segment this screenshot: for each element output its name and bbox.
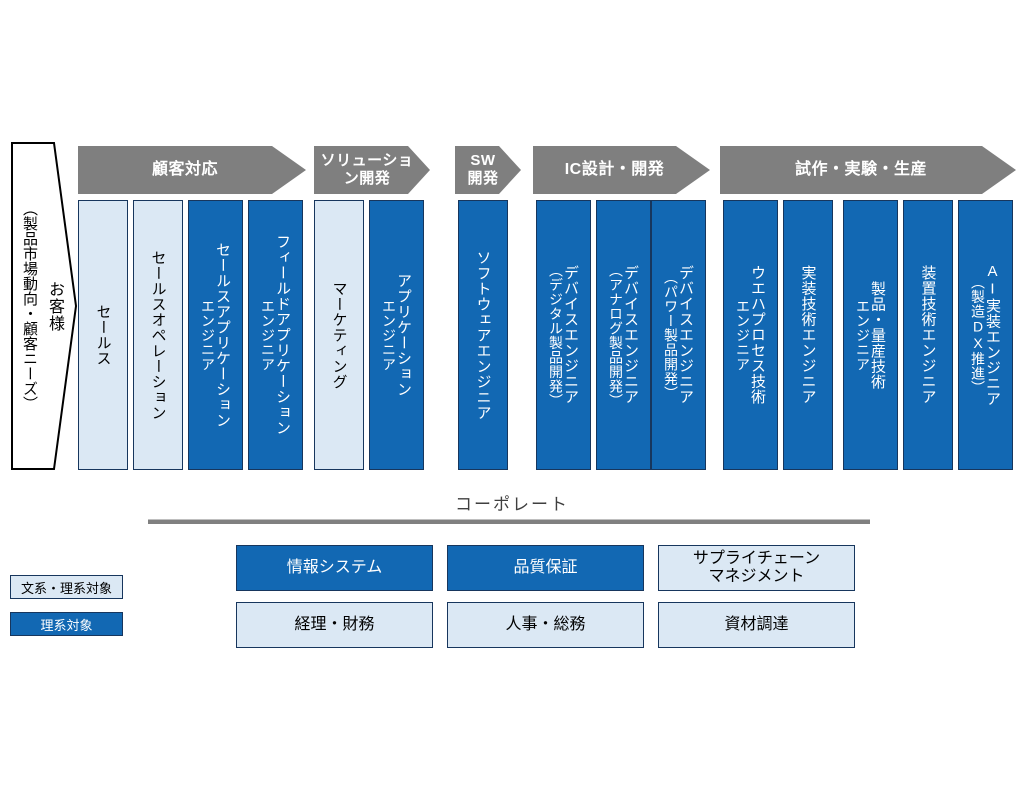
role-column[interactable]: アプリケーションエンジニア — [369, 200, 424, 470]
role-column-text: フィールドアプリケーションエンジニア — [249, 201, 302, 469]
corporate-box[interactable]: 人事・総務 — [447, 602, 644, 648]
role-column-text: デバイスエンジニア（アナログ製品開発） — [597, 201, 650, 469]
role-column-text: デバイスエンジニア（パワー製品開発） — [652, 201, 705, 469]
role-label-line: セールスオペレーション — [149, 249, 167, 421]
role-column[interactable]: 製品・量産技術エンジニア — [843, 200, 898, 470]
role-label-line: エンジニア — [381, 298, 397, 372]
role-label-line: （デジタル製品開発） — [548, 262, 564, 408]
phase-arrow-prototype-experiment-production: 試作・実験・生産 — [720, 146, 1016, 194]
role-column[interactable]: セールスアプリケーションエンジニア — [188, 200, 243, 470]
phase-label-sw-development: SW 開発 — [467, 152, 499, 187]
role-label-line: エンジニア — [735, 298, 751, 372]
role-label-line: エンジニア — [200, 298, 216, 372]
role-column[interactable]: マーケティング — [314, 200, 364, 470]
role-column-text: ウエハプロセス技術エンジニア — [724, 201, 777, 469]
phase-arrow-solution-development: ソリューショ ン開発 — [314, 146, 430, 194]
role-label-line: 装置技術エンジニア — [919, 265, 937, 405]
role-column-text: 装置技術エンジニア — [904, 201, 952, 469]
corporate-box[interactable]: サプライチェーン マネジメント — [658, 545, 855, 591]
role-column[interactable]: ウエハプロセス技術エンジニア — [723, 200, 778, 470]
phase-label-prototype-experiment-production: 試作・実験・生産 — [794, 160, 927, 178]
phase-label-ic-design-development: IC設計・開発 — [564, 160, 665, 178]
role-column-text: セールス — [79, 201, 127, 469]
corporate-divider — [148, 519, 870, 524]
role-label-line: エンジニア — [855, 298, 871, 372]
role-label-line: セールスアプリケーション — [214, 242, 231, 428]
role-label-line: （パワー製品開発） — [663, 269, 679, 401]
role-label-line: （アナログ製品開発） — [608, 262, 624, 408]
role-label-line: （製造DX推進） — [970, 275, 986, 395]
customer-sub-label: （製品市場動向・顧客ニーズ） — [21, 201, 38, 411]
role-label-line: デバイスエンジニア — [677, 265, 694, 405]
role-column-text: 製品・量産技術エンジニア — [844, 201, 897, 469]
phase-arrow-ic-design-development: IC設計・開発 — [533, 146, 710, 194]
customer-pentagon-shape — [11, 142, 78, 470]
role-column-text: デバイスエンジニア（デジタル製品開発） — [537, 201, 590, 469]
role-label-line: ソフトウェアエンジニア — [474, 249, 492, 421]
corporate-title: コーポレート — [455, 495, 569, 514]
role-label-line: エンジニア — [260, 298, 276, 372]
role-label-line: アプリケーション — [395, 273, 412, 397]
role-column[interactable]: 装置技術エンジニア — [903, 200, 953, 470]
role-column[interactable]: デバイスエンジニア（アナログ製品開発） — [596, 200, 651, 470]
role-column[interactable]: ソフトウェアエンジニア — [458, 200, 508, 470]
phase-label-solution-development: ソリューショ ン開発 — [320, 152, 414, 187]
corporate-box[interactable]: 経理・財務 — [236, 602, 433, 648]
legend-item: 理系対象 — [10, 612, 123, 636]
role-column[interactable]: デバイスエンジニア（パワー製品開発） — [651, 200, 706, 470]
role-column[interactable]: セールス — [78, 200, 128, 470]
legend-item: 文系・理系対象 — [10, 575, 123, 599]
corporate-box[interactable]: 品質保証 — [447, 545, 644, 591]
role-label-line: セールス — [94, 304, 112, 366]
role-column-text: セールスアプリケーションエンジニア — [189, 201, 242, 469]
role-label-line: 製品・量産技術 — [869, 280, 886, 390]
role-column[interactable]: フィールドアプリケーションエンジニア — [248, 200, 303, 470]
phase-arrow-sw-development: SW 開発 — [455, 146, 521, 194]
role-column-text: ソフトウェアエンジニア — [459, 201, 507, 469]
role-label-line: 実装技術エンジニア — [799, 265, 817, 405]
role-label-line: マーケティング — [330, 280, 348, 390]
role-column[interactable]: AI実装エンジニア（製造DX推進） — [958, 200, 1013, 470]
role-label-line: フィールドアプリケーション — [274, 234, 291, 436]
role-column-text: マーケティング — [315, 201, 363, 469]
customer-main-label: お客様 — [46, 280, 63, 332]
customer-pentagon: お客様 （製品市場動向・顧客ニーズ） — [10, 141, 78, 471]
role-column-text: セールスオペレーション — [134, 201, 182, 469]
role-column[interactable]: デバイスエンジニア（デジタル製品開発） — [536, 200, 591, 470]
role-column[interactable]: 実装技術エンジニア — [783, 200, 833, 470]
phase-label-customer-response: 顧客対応 — [151, 160, 218, 178]
phase-arrow-customer-response: 顧客対応 — [78, 146, 306, 194]
role-label-line: デバイスエンジニア — [562, 265, 579, 405]
role-column-text: 実装技術エンジニア — [784, 201, 832, 469]
corporate-box[interactable]: 資材調達 — [658, 602, 855, 648]
role-column-text: AI実装エンジニア（製造DX推進） — [959, 201, 1012, 469]
role-column-text: アプリケーションエンジニア — [370, 201, 423, 469]
role-label-line: ウエハプロセス技術 — [749, 265, 766, 405]
corporate-box[interactable]: 情報システム — [236, 545, 433, 591]
role-label-line: デバイスエンジニア — [622, 265, 639, 405]
role-label-line: AI実装エンジニア — [984, 263, 1001, 407]
role-column[interactable]: セールスオペレーション — [133, 200, 183, 470]
